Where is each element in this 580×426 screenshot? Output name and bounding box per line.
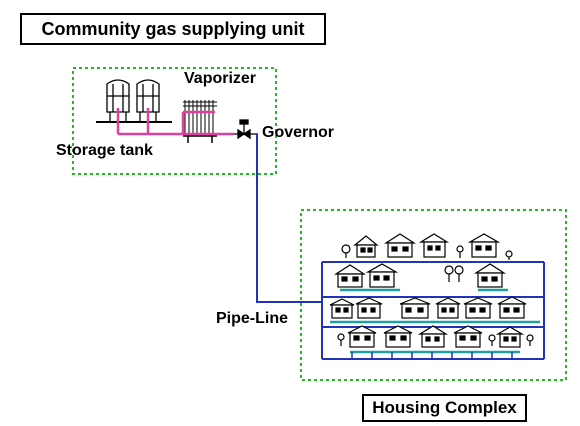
vaporizer-icon — [183, 100, 217, 143]
governor-icon — [234, 119, 258, 140]
gas-pipe — [116, 108, 234, 136]
housing-complex-box: Housing Complex — [362, 394, 527, 422]
pipe-line-label: Pipe-Line — [216, 310, 289, 327]
service-drops — [351, 352, 513, 359]
diagram-title: Community gas supplying unit — [41, 18, 305, 39]
governor-label: Governor — [262, 124, 335, 141]
vaporizer-label: Vaporizer — [184, 70, 257, 87]
house-row-4 — [337, 325, 534, 348]
supply-unit-region — [72, 67, 277, 175]
housing-complex-label: Housing Complex — [372, 398, 517, 417]
storage-tank-label: Storage tank — [56, 142, 153, 159]
title-box: Community gas supplying unit — [20, 13, 326, 45]
storage-tank-icon — [96, 79, 172, 123]
housing-complex-region — [300, 209, 567, 381]
house-row-2 — [333, 263, 507, 288]
pipe-line — [256, 134, 322, 303]
house-row-1 — [341, 233, 513, 260]
street-network — [321, 261, 545, 360]
house-row-3 — [329, 296, 527, 319]
